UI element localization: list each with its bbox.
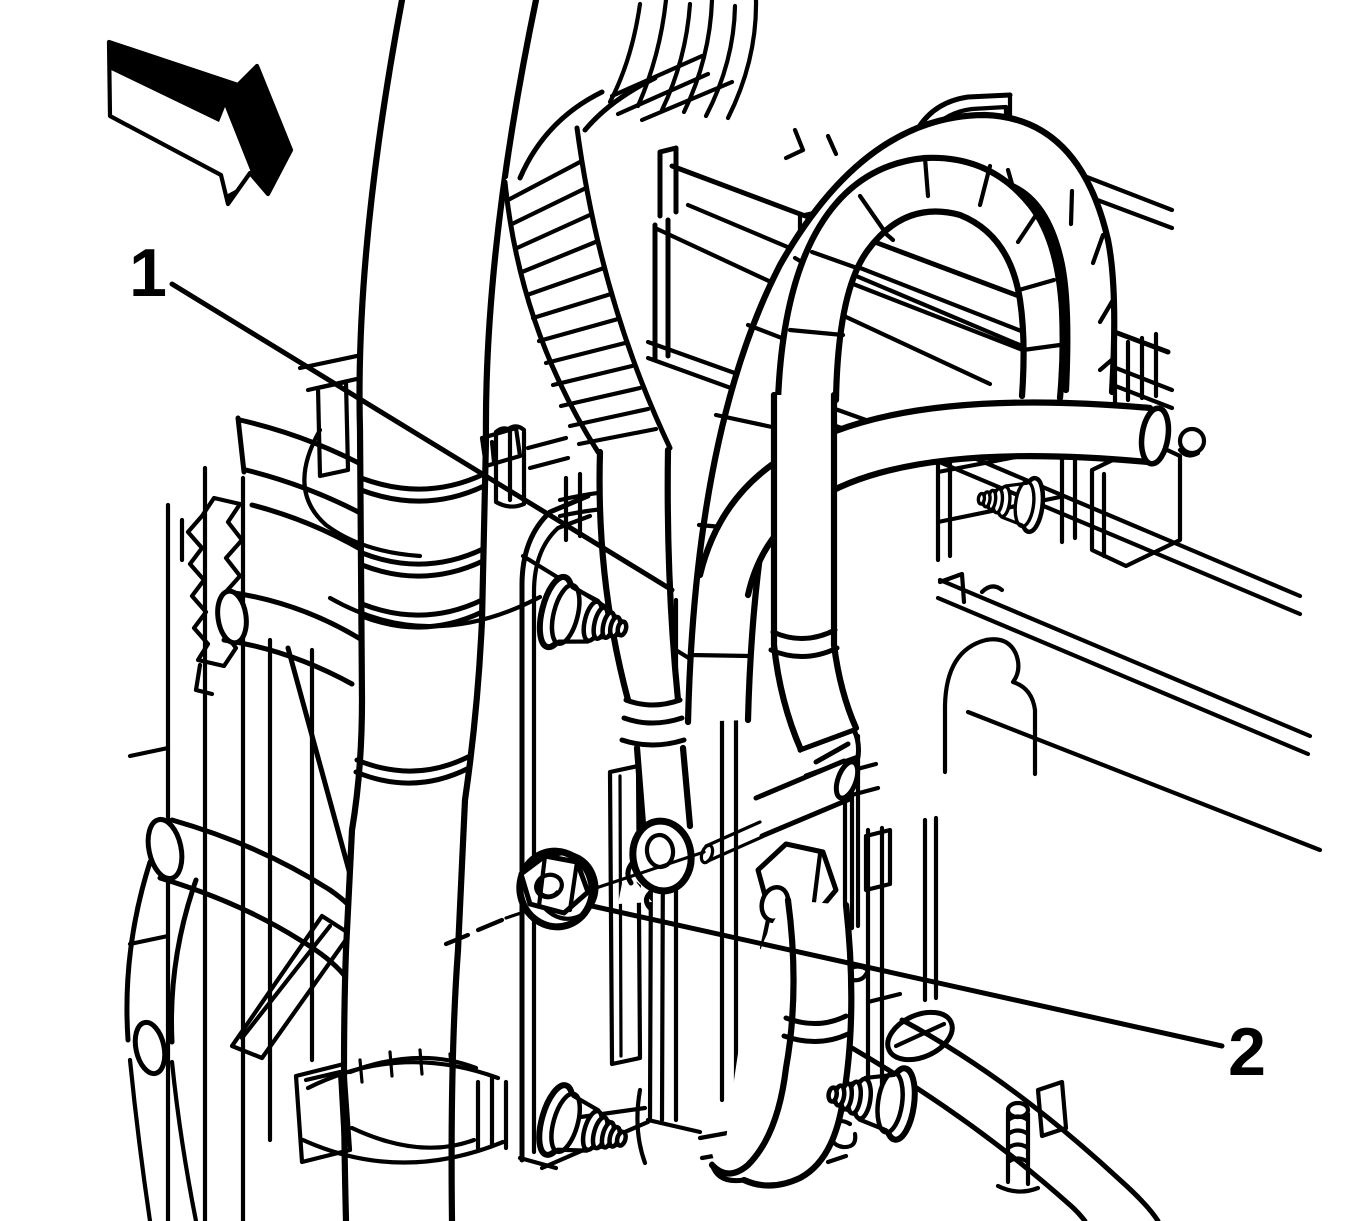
lower-cable (708, 896, 855, 1189)
radiator-and-left-hoses (124, 327, 483, 1221)
hose-clamp (293, 1048, 509, 1165)
callout-2-label: 2 (1228, 1014, 1266, 1090)
inner-battery-cable-arc (774, 154, 1066, 404)
direction-arrow-icon (106, 39, 294, 207)
callout-1-label: 1 (129, 235, 167, 311)
callout-2: 2 (589, 903, 1266, 1090)
oval-slot (885, 1009, 955, 1063)
callout-1-leader-line (169, 281, 675, 593)
radiator-hose-branches (235, 415, 375, 553)
ground-stud (699, 758, 861, 865)
body-frame-rails (825, 159, 1323, 1221)
ground-nut (516, 847, 599, 931)
callout-1: 1 (129, 235, 675, 593)
harness-wires (607, 0, 759, 123)
callout-2-leader-line (589, 903, 1225, 1049)
wire-harness-conduit (502, 0, 759, 455)
cable-crimp (619, 697, 687, 748)
hex-bolt (755, 841, 839, 955)
spring-clamp (185, 495, 245, 669)
battery-cable-1 (596, 446, 694, 830)
small-clip (479, 425, 523, 469)
battery-cable-2 (768, 391, 861, 779)
large-coolant-hose (293, 0, 571, 1221)
ribbed-stud (995, 1079, 1069, 1194)
hose-end-hook (1177, 426, 1207, 456)
